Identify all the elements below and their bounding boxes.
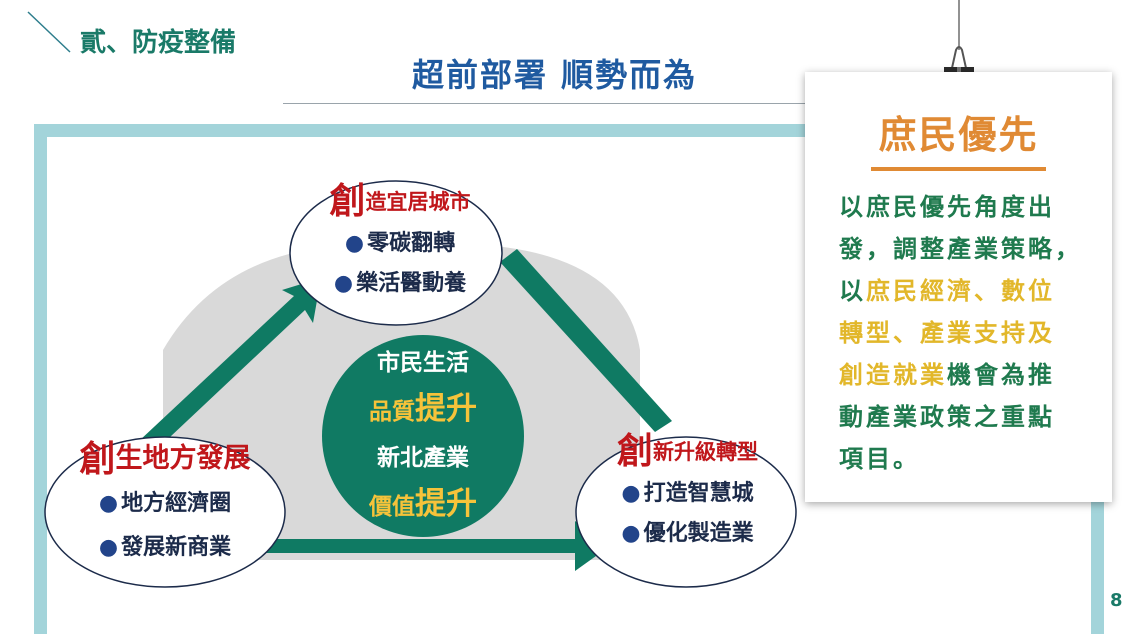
right-node-item-text: 優化製造業 [643,521,754,546]
card-text: 機會為推 [947,361,1055,389]
left-node-big-char: 創 [79,438,116,480]
right-node-ellipse [575,436,797,588]
right-node: 創新升級轉型 ●打造智慧城 ●優化製造業 [585,422,790,554]
center-line-4-emphasis: 提升 [415,486,477,522]
right-node-title: 創新升級轉型 [585,422,790,474]
center-line-1: 市民生活 [377,350,469,376]
arrow-top-to-right [500,249,672,432]
arrow-left-to-top [139,278,321,453]
title-divider [283,103,823,104]
bullet-dot-icon: ● [98,491,119,516]
card-body-line: 創造就業機會為推 [839,354,1099,396]
top-node-item: ●零碳翻轉 [295,224,505,264]
top-node-item-text: 樂活醫動養 [356,271,467,296]
bullet-dot-icon: ● [98,535,119,560]
top-node-title-text: 造宜居城市 [365,190,471,214]
left-node-ellipse [44,436,286,588]
center-line-3: 新北產業 [377,445,469,471]
center-circle [322,335,524,537]
bullet-dot-icon: ● [333,271,354,296]
left-node-title: 創生地方發展 [50,430,280,482]
card-text: 動產業政策之重點 [839,403,1055,431]
card-title-underline [871,167,1046,171]
card-highlight-text: 庶民經濟、數位 [866,277,1055,305]
center-text: 市民生活 品質提升 新北產業 價值提升 [323,340,523,530]
left-node: 創生地方發展 ●地方經濟圈 ●發展新商業 [50,430,280,570]
page-number: 8 [1110,590,1123,611]
left-node-item: ●地方經濟圈 [50,482,280,526]
priority-card: 庶民優先 以庶民優先角度出發，調整產業策略，以庶民經濟、數位轉型、產業支持及創造… [805,72,1112,502]
top-node-ellipse [289,180,503,326]
left-node-item: ●發展新商業 [50,526,280,570]
right-node-title-text: 新升級轉型 [653,440,758,464]
top-node-item-text: 零碳翻轉 [367,231,456,256]
bullet-dot-icon: ● [344,231,365,256]
card-highlight-text: 創造就業 [839,361,947,389]
card-title: 庶民優先 [878,113,1039,157]
card-body-line: 項目。 [839,438,1099,480]
card-body-line: 發，調整產業策略， [839,228,1099,270]
left-node-item-text: 地方經濟圈 [121,491,232,516]
center-line-2-emphasis: 提升 [415,391,477,427]
right-node-big-char: 創 [616,430,653,472]
center-line-2-prefix: 品質 [369,399,415,425]
card-body-line: 以庶民優先角度出 [839,186,1099,228]
card-body-line: 動產業政策之重點 [839,396,1099,438]
card-text: 項目。 [839,445,920,473]
main-title: 超前部署 順勢而為 [412,56,698,94]
center-line-4-prefix: 價值 [369,494,415,520]
center-line-4: 價值提升 [323,481,523,530]
left-node-title-text: 生地方發展 [115,443,251,474]
bullet-dot-icon: ● [621,481,641,506]
section-title: 貳、防疫整備 [80,28,237,58]
right-node-item: ●優化製造業 [585,514,790,554]
card-body: 以庶民優先角度出發，調整產業策略，以庶民經濟、數位轉型、產業支持及創造就業機會為… [839,186,1099,480]
top-node-big-char: 創 [329,180,366,222]
card-body-line: 轉型、產業支持及 [839,312,1099,354]
top-node: 創造宜居城市 ●零碳翻轉 ●樂活醫動養 [295,172,505,304]
right-node-item: ●打造智慧城 [585,474,790,514]
card-text: 以 [839,277,866,305]
center-line-2: 品質提升 [323,386,523,435]
card-highlight-text: 轉型、產業支持及 [839,319,1055,347]
top-node-item: ●樂活醫動養 [295,264,505,304]
card-text: 以庶民優先角度出 [839,193,1055,221]
top-node-title: 創造宜居城市 [295,172,505,224]
corner-slash-decoration [27,11,71,53]
card-text: 發，調整產業策略， [839,235,1082,263]
left-node-item-text: 發展新商業 [121,535,232,560]
arrow-left-to-right [262,521,610,571]
right-node-item-text: 打造智慧城 [643,481,754,506]
card-body-line: 以庶民經濟、數位 [839,270,1099,312]
bullet-dot-icon: ● [621,521,641,546]
